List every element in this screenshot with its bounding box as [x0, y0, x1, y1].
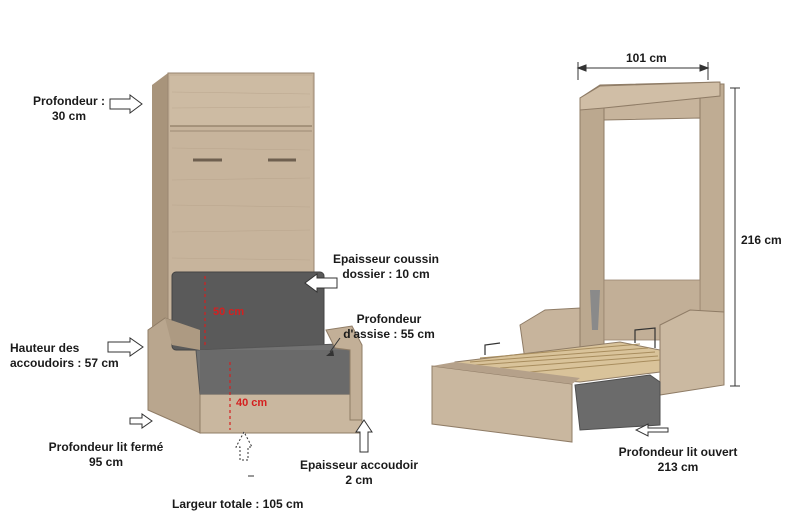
open-bed-frame — [431, 81, 725, 443]
open-height-label: 216 cm — [741, 233, 782, 247]
backrest-height-label: 50 cm — [213, 306, 245, 318]
depth-wall-label: Profondeur :30 cm — [33, 94, 105, 123]
closed-sofa — [147, 271, 363, 434]
seat-height-label: 40 cm — [236, 397, 268, 409]
open-width-label: 101 cm — [626, 51, 667, 65]
open-depth-arrow — [634, 423, 669, 437]
callout-arrows-left — [107, 94, 373, 461]
total-width-label: Largeur totale : 105 cm — [172, 497, 304, 511]
dimension-lines-right — [576, 62, 740, 387]
